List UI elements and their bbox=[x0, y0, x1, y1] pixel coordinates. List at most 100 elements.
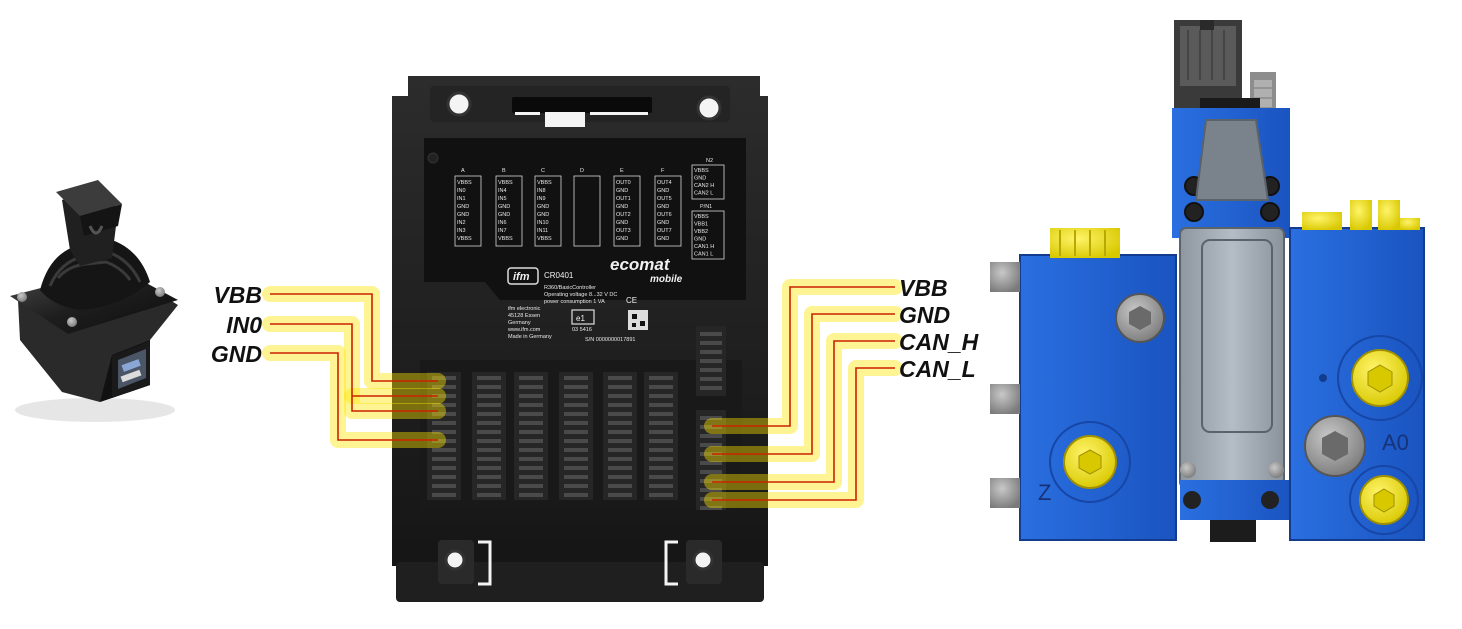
pin-block bbox=[603, 372, 637, 500]
pin bbox=[608, 457, 632, 461]
pin bbox=[477, 484, 501, 488]
pin bbox=[477, 376, 501, 380]
pin bbox=[649, 394, 673, 398]
pin bbox=[649, 385, 673, 389]
connector-pin-label: OUT0 bbox=[616, 180, 631, 186]
pin bbox=[608, 421, 632, 425]
connector-pin-label: IN11 bbox=[537, 228, 548, 234]
connector-header: A bbox=[461, 168, 465, 174]
pin bbox=[519, 475, 543, 479]
right-label-can-l: CAN_L bbox=[899, 356, 976, 382]
pin bbox=[564, 403, 588, 407]
pin bbox=[700, 488, 722, 492]
pin bbox=[700, 359, 722, 363]
pin bbox=[649, 466, 673, 470]
wire-left-in0 bbox=[270, 323, 438, 412]
pin bbox=[564, 439, 588, 443]
pin bbox=[519, 484, 543, 488]
pin bbox=[432, 430, 456, 434]
pin bbox=[519, 457, 543, 461]
connector-pin-label: IN0 bbox=[457, 188, 466, 194]
pin bbox=[477, 457, 501, 461]
pin-block bbox=[514, 372, 548, 500]
power-consumption: power consumption 1 VA bbox=[544, 299, 605, 305]
connector-label-tables: AVBBSIN0IN1GNDGNDIN2IN3VBBSBVBBSIN4IN5GN… bbox=[454, 158, 725, 260]
pin bbox=[700, 368, 722, 372]
pin bbox=[519, 439, 543, 443]
pin bbox=[649, 439, 673, 443]
connector-pin-label: IN2 bbox=[457, 220, 466, 226]
pin bbox=[649, 475, 673, 479]
pin bbox=[564, 466, 588, 470]
pin1-pin-label: GND bbox=[694, 237, 706, 243]
n2-pin-label: GND bbox=[694, 176, 706, 182]
pin bbox=[700, 443, 722, 447]
pin bbox=[608, 439, 632, 443]
pin1-pin-label: VBBS bbox=[694, 214, 709, 220]
left-signal-labels: VBB IN0 GND bbox=[211, 282, 262, 367]
pin bbox=[700, 377, 722, 381]
pin bbox=[477, 403, 501, 407]
pin bbox=[608, 466, 632, 470]
pin bbox=[649, 448, 673, 452]
connector-pin-label: GND bbox=[657, 236, 669, 242]
pin1-pin-label: VBB1 bbox=[694, 222, 708, 228]
pin bbox=[700, 416, 722, 420]
pin bbox=[608, 412, 632, 416]
connector-pin-label: IN3 bbox=[457, 228, 466, 234]
connector-pin-label: VBBS bbox=[537, 236, 552, 242]
pin bbox=[649, 376, 673, 380]
pin-block bbox=[644, 372, 678, 500]
port-label-a0: A0 bbox=[1382, 430, 1409, 455]
connector-pin-label: IN10 bbox=[537, 220, 549, 226]
pin bbox=[608, 394, 632, 398]
pin bbox=[700, 497, 722, 501]
pin bbox=[564, 421, 588, 425]
connector-pin-label: GND bbox=[657, 188, 669, 194]
pin bbox=[608, 385, 632, 389]
connector-box bbox=[654, 175, 682, 247]
connector-pin-label: GND bbox=[498, 204, 510, 210]
pin bbox=[608, 493, 632, 497]
right-signal-labels: VBB GND CAN_H CAN_L bbox=[899, 275, 979, 382]
pin bbox=[477, 421, 501, 425]
pin bbox=[649, 421, 673, 425]
pin bbox=[432, 385, 456, 389]
connector-pin-label: IN4 bbox=[498, 188, 507, 194]
wire-right-canl bbox=[712, 367, 895, 501]
connector-pin-label: OUT2 bbox=[616, 212, 631, 218]
connector-pin-label: GND bbox=[616, 188, 628, 194]
pin bbox=[608, 475, 632, 479]
model-number: CR0401 bbox=[544, 271, 574, 280]
n2-pin-label: CAN2 L bbox=[694, 191, 713, 197]
connector-header: D bbox=[580, 168, 584, 174]
pin bbox=[519, 466, 543, 470]
pin bbox=[564, 457, 588, 461]
pin bbox=[432, 439, 456, 443]
pin bbox=[432, 394, 456, 398]
pin bbox=[477, 439, 501, 443]
connector-pin-label: GND bbox=[616, 236, 628, 242]
pin-block bbox=[559, 372, 593, 500]
n2-pin-label: CAN2 H bbox=[694, 183, 714, 189]
wiring-harness bbox=[262, 279, 903, 508]
connector-pin-label: OUT1 bbox=[616, 196, 631, 202]
pin bbox=[432, 421, 456, 425]
connector-box bbox=[534, 175, 562, 247]
pin bbox=[477, 448, 501, 452]
connector-pin-label: IN5 bbox=[498, 196, 507, 202]
pin bbox=[700, 461, 722, 465]
pin bbox=[649, 430, 673, 434]
connector-pin-label: GND bbox=[457, 204, 469, 210]
approval-number: 03 5416 bbox=[572, 327, 592, 333]
pin bbox=[608, 448, 632, 452]
pin bbox=[519, 394, 543, 398]
pin bbox=[700, 350, 722, 354]
connector-header: C bbox=[541, 168, 545, 174]
pin bbox=[700, 434, 722, 438]
address-line: Made in Germany bbox=[508, 334, 552, 340]
pin bbox=[519, 448, 543, 452]
e1-mark: e1 bbox=[576, 314, 585, 323]
pin bbox=[519, 403, 543, 407]
